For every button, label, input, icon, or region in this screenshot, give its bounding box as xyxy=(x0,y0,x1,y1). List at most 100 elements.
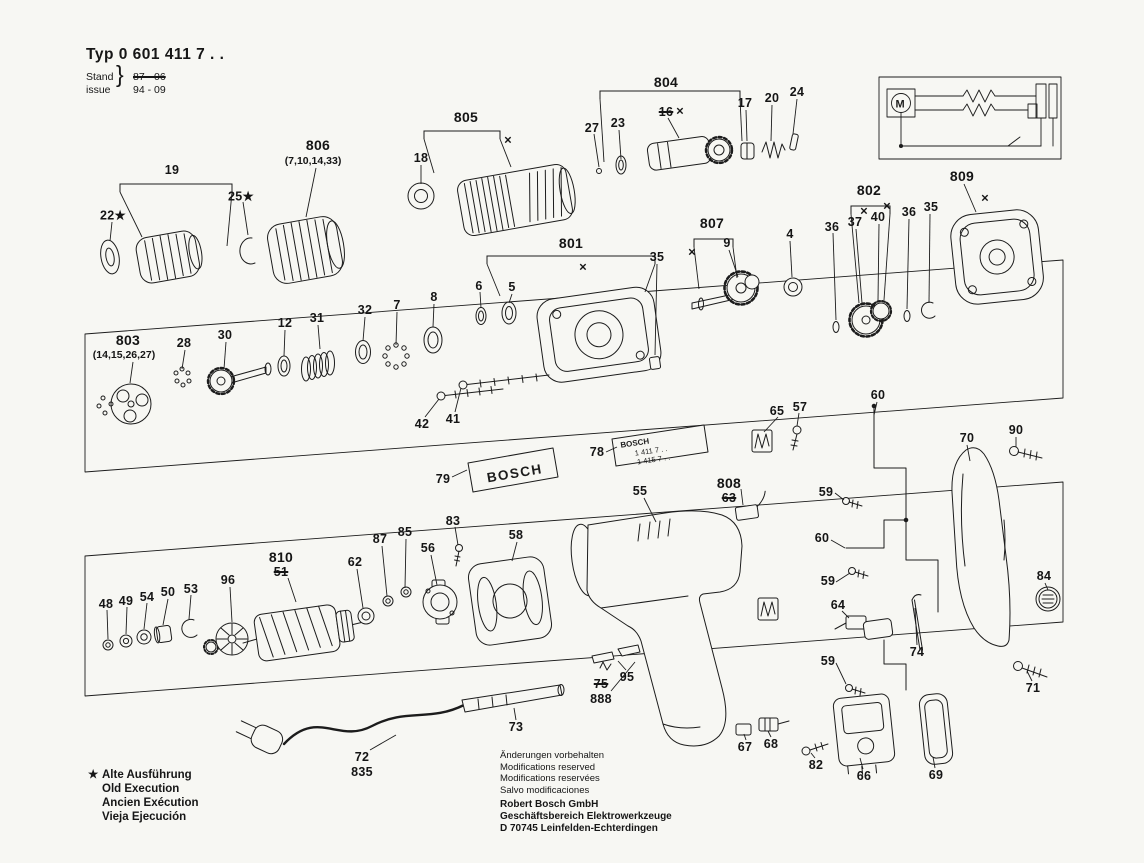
part-label-35: 35 xyxy=(649,250,665,264)
part-label-37: 37 xyxy=(847,215,863,229)
schematic-motor-label: M xyxy=(896,99,905,111)
part-806-cap xyxy=(267,216,345,284)
part-30-gear-shaft xyxy=(206,362,272,396)
part-label-79: 79 xyxy=(435,472,451,486)
nameplate-78: BOSCH 1 411 7 . . 1 415 7 . . xyxy=(611,424,709,467)
part-label-835: 835 xyxy=(351,765,373,779)
part-label-57: 57 xyxy=(792,400,808,414)
company-address: D 70745 Leinfelden-Echterdingen xyxy=(500,823,658,834)
part-54-ring xyxy=(136,629,152,645)
part-label-888: 888 xyxy=(590,692,612,706)
part-brushholder-lower xyxy=(757,597,779,621)
part-label-84: 84 xyxy=(1036,569,1052,583)
part-label-40: 40 xyxy=(870,210,886,224)
part-label-58: 58 xyxy=(508,528,524,542)
part-65-brushholder xyxy=(751,429,773,453)
part-20-spring xyxy=(761,141,786,159)
part-label-78: 78 xyxy=(589,445,605,459)
part-801-gearhousing xyxy=(536,286,662,383)
part-87-washer xyxy=(382,595,394,607)
part-label-801: 801 xyxy=(558,235,584,251)
part-60-wiring xyxy=(845,403,939,691)
part-label-809: 809 xyxy=(949,168,975,184)
part-808-brush xyxy=(734,490,766,521)
revision-block: } Stand 87 - 06 issue 94 - 09 xyxy=(86,63,224,97)
part-label-82: 82 xyxy=(808,758,824,772)
notice-line-en: Modifications reserved xyxy=(500,761,596,773)
part-85-washer xyxy=(400,586,412,598)
part-label-7: 7 xyxy=(393,298,401,312)
part-label-67: 67 xyxy=(737,740,753,754)
notice-line-fr: Modifications reservées xyxy=(500,773,600,784)
part-82-screw xyxy=(801,742,829,756)
part-label-24: 24 xyxy=(789,85,805,99)
part-16-gear xyxy=(704,135,734,165)
part-66-switch xyxy=(832,693,896,775)
part-label-60: 60 xyxy=(814,531,830,545)
part-72-cable xyxy=(235,703,466,755)
part-59-screw-b xyxy=(848,567,869,579)
part-label-96: 96 xyxy=(220,573,236,587)
part-label-22★: 22★ xyxy=(99,208,127,223)
frame-lower xyxy=(84,481,1064,697)
part-label-803: 803 xyxy=(115,332,141,348)
part-label-805: 805 xyxy=(453,109,479,125)
part-9-gear xyxy=(723,270,760,306)
part-48-washer xyxy=(102,639,114,651)
part-label-807: 807 xyxy=(699,215,725,231)
part-809-endshield xyxy=(950,209,1044,305)
deleted-marker-icon: ✕ xyxy=(503,135,513,147)
part-35-pin xyxy=(648,356,662,370)
notice-line-es: Salvo modificaciones xyxy=(500,784,590,796)
part-73-grommet xyxy=(461,684,565,713)
stand-label: Stand xyxy=(86,71,114,83)
part-label-19: 19 xyxy=(164,163,180,177)
part-4-bearing xyxy=(783,277,803,297)
part-label-95: 95 xyxy=(619,670,635,684)
star-icon: ★ xyxy=(88,769,99,781)
notice-line-de: Änderungen vorbehalten xyxy=(500,750,605,761)
part-label-59: 59 xyxy=(820,574,836,588)
part-90-screw xyxy=(1009,446,1043,461)
part-label-60: 60 xyxy=(870,388,886,402)
part-label-36: 36 xyxy=(824,220,840,234)
part-95-plates xyxy=(591,644,641,671)
part-label-49: 49 xyxy=(118,594,134,608)
deleted-marker-icon: ✕ xyxy=(578,262,588,274)
part-label-41: 41 xyxy=(445,412,461,426)
part-25-clip xyxy=(239,237,256,265)
part-label-63: 63 xyxy=(721,491,737,505)
deleted-marker-icon: ✕ xyxy=(687,247,697,259)
part-49-washer xyxy=(119,634,133,648)
part-28-balls xyxy=(173,366,192,388)
part-50-bushing xyxy=(153,624,173,644)
part-16-coupler xyxy=(646,136,712,171)
issue-value: 94 - 09 xyxy=(133,84,166,96)
part-label-8: 8 xyxy=(430,290,438,304)
part-23-washer xyxy=(615,155,627,175)
part-label-6: 6 xyxy=(475,279,483,293)
part-label-17: 17 xyxy=(737,96,753,110)
part-71-screw xyxy=(1013,661,1048,678)
part-label-48: 48 xyxy=(98,597,114,611)
part-label-810: 810 xyxy=(268,549,294,565)
part-label-27: 27 xyxy=(584,121,600,135)
part-label-804: 804 xyxy=(653,74,679,90)
deleted-marker-icon: ✕ xyxy=(980,193,990,205)
part-label-12: 12 xyxy=(277,316,293,330)
deleted-marker-icon: ✕ xyxy=(882,201,892,213)
part-label-50: 50 xyxy=(160,585,176,599)
part-label-75: 75 xyxy=(593,677,609,691)
issue-label: issue xyxy=(86,84,111,96)
title-block: Typ 0 601 411 7 . . } Stand 87 - 06 issu… xyxy=(86,46,224,97)
part-label-9: 9 xyxy=(723,236,731,250)
part-803-carrier xyxy=(96,383,152,425)
part-label-4: 4 xyxy=(786,227,794,241)
stand-value: 87 - 06 xyxy=(133,71,166,83)
legend-line-de: Alte Ausführung xyxy=(102,769,192,781)
legend-line-es: Vieja Ejecución xyxy=(102,811,187,823)
part-36-washer-right xyxy=(903,310,911,322)
part-55-motor-housing xyxy=(570,510,743,747)
